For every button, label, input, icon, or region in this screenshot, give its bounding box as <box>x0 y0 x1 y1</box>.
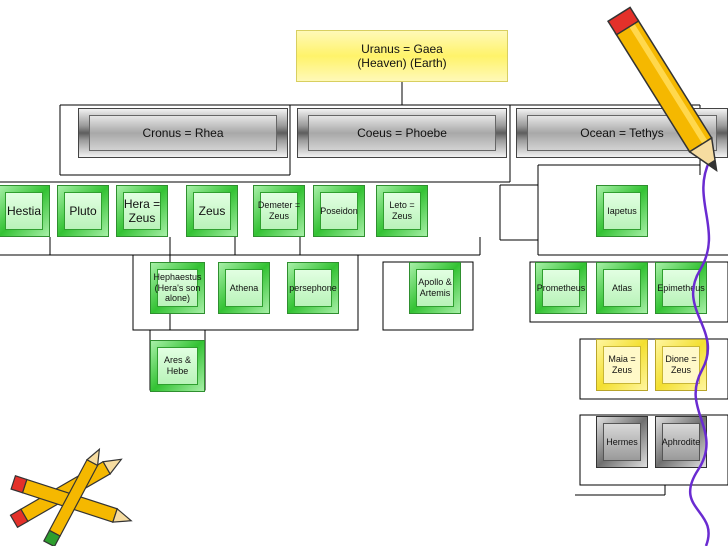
node-pluto-label: Pluto <box>69 203 97 218</box>
node-epimetheus-label: Epimetheus <box>657 282 705 293</box>
node-ocean-tethys-label: Ocean = Tethys <box>580 125 664 140</box>
node-coeus-phoebe: Coeus = Phoebe <box>297 108 507 158</box>
node-coeus-phoebe-label: Coeus = Phoebe <box>357 125 447 140</box>
node-hera-zeus: Hera = Zeus <box>116 185 168 237</box>
node-cronus-rhea: Cronus = Rhea <box>78 108 288 158</box>
node-dione-zeus: Dione = Zeus <box>655 339 707 391</box>
node-apollo-artemis-label: Apollo & Artemis <box>418 277 452 298</box>
node-hera-zeus-label: Hera = Zeus <box>123 196 161 225</box>
node-persephone: persephone <box>287 262 339 314</box>
node-demeter-zeus-label: Demeter = Zeus <box>257 200 301 221</box>
node-hermes-label: Hermes <box>606 436 638 447</box>
node-aphrodite: Aphrodite <box>655 416 707 468</box>
node-hestia-label: Hestia <box>6 203 41 218</box>
node-dione-zeus-label: Dione = Zeus <box>665 354 697 375</box>
node-athena-label: Athena <box>229 282 259 293</box>
node-ocean-tethys: Ocean = Tethys <box>516 108 728 158</box>
pencils-icon <box>9 447 133 546</box>
node-leto-zeus: Leto = Zeus <box>376 185 428 237</box>
node-ares-hebe-label: Ares & Hebe <box>163 355 191 376</box>
node-athena: Athena <box>218 262 270 314</box>
node-maia-zeus: Maia = Zeus <box>596 339 648 391</box>
node-aphrodite-label: Aphrodite <box>661 436 701 447</box>
node-atlas-label: Atlas <box>611 282 632 293</box>
node-iapetus: Iapetus <box>596 185 648 237</box>
node-maia-zeus-label: Maia = Zeus <box>608 354 636 375</box>
pencil-icon <box>607 6 718 172</box>
node-persephone-label: persephone <box>289 282 337 293</box>
node-zeus-label: Zeus <box>198 203 226 218</box>
node-uranus-gaea: Uranus = Gaea (Heaven) (Earth) <box>296 30 508 82</box>
node-prometheus: Prometheus <box>535 262 587 314</box>
node-apollo-artemis: Apollo & Artemis <box>409 262 461 314</box>
node-leto-zeus-label: Leto = Zeus <box>389 200 415 221</box>
node-hermes: Hermes <box>596 416 648 468</box>
node-hephaestus: Hephaestus (Hera's son alone) <box>150 262 205 314</box>
node-zeus: Zeus <box>186 185 238 237</box>
node-uranus-gaea-label: Uranus = Gaea (Heaven) (Earth) <box>357 41 447 70</box>
node-prometheus-label: Prometheus <box>536 282 586 293</box>
node-poseidon: Poseidon <box>313 185 365 237</box>
node-iapetus-label: Iapetus <box>607 205 637 216</box>
node-hestia: Hestia <box>0 185 50 237</box>
node-hephaestus-label: Hephaestus (Hera's son alone) <box>153 271 202 304</box>
node-demeter-zeus: Demeter = Zeus <box>253 185 305 237</box>
squiggle-line <box>689 160 712 546</box>
node-poseidon-label: Poseidon <box>320 205 358 216</box>
node-cronus-rhea-label: Cronus = Rhea <box>142 125 224 140</box>
node-pluto: Pluto <box>57 185 109 237</box>
node-ares-hebe: Ares & Hebe <box>150 340 205 392</box>
node-atlas: Atlas <box>596 262 648 314</box>
